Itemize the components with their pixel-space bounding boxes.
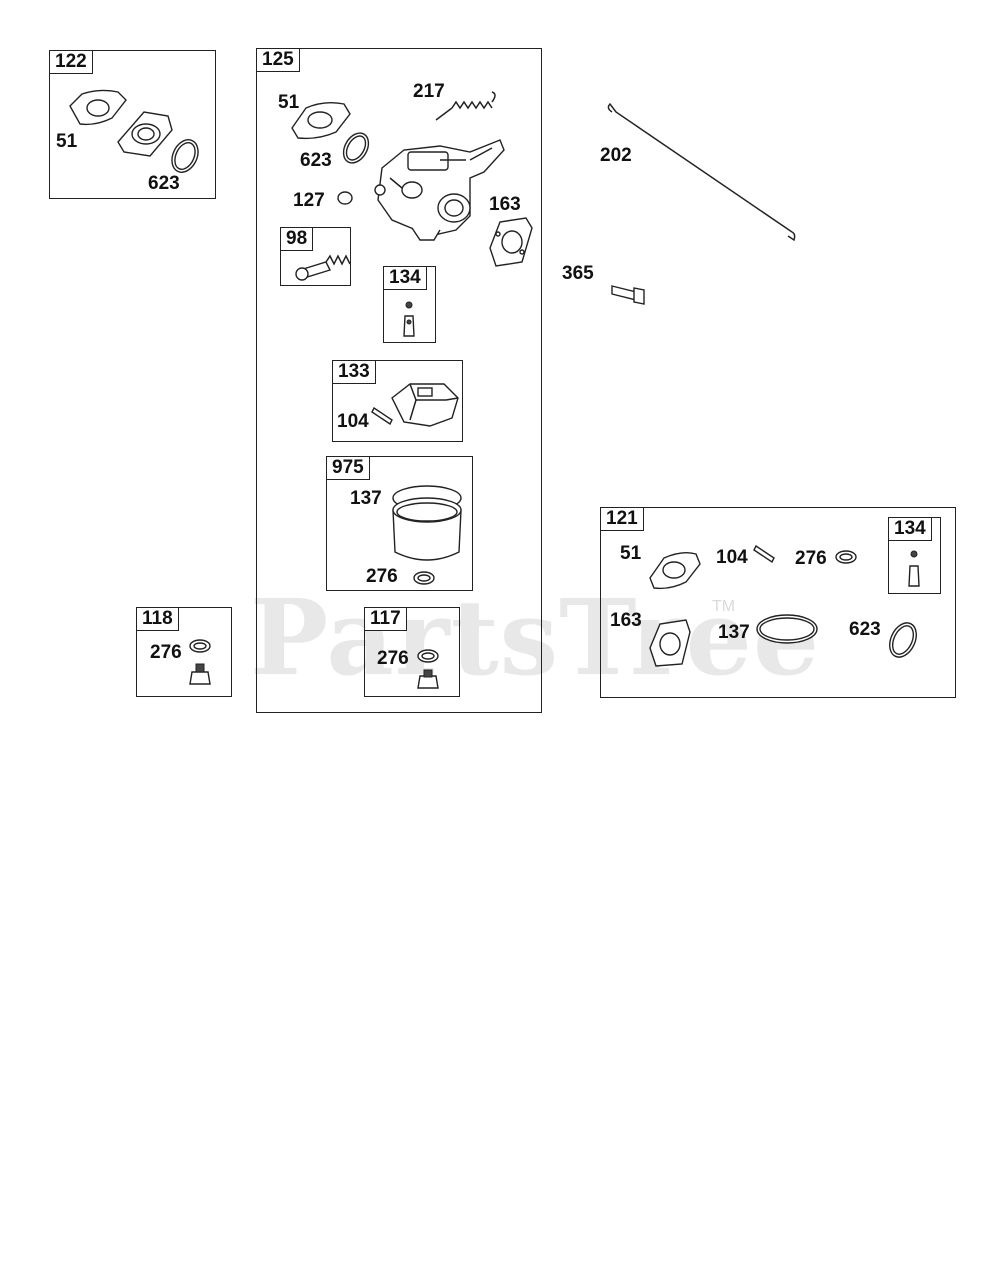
kit-box-117[interactable]: 117: [364, 607, 460, 697]
o-ring-623-drawing-b: [342, 132, 370, 164]
screw-spring-98-drawing: [295, 254, 351, 281]
o-ring-623-drawing-c: [889, 622, 917, 658]
kit-box-133[interactable]: 133: [332, 360, 463, 442]
kit-number-117: 117: [365, 608, 407, 631]
gasket-51-drawing-c: [649, 551, 701, 590]
kit-number-134-carb: 134: [384, 267, 427, 290]
screw-365-drawing: [611, 285, 645, 305]
kit-number-121: 121: [601, 508, 644, 531]
pin-104-drawing-a: [371, 406, 393, 426]
kit-box-121[interactable]: 121: [600, 507, 956, 698]
gasket-51-drawing-a: [69, 89, 127, 126]
kit-box-125[interactable]: 125: [256, 48, 542, 713]
callout-104-kit-121: 104: [716, 547, 748, 568]
gasket-163-drawing-b: [649, 619, 691, 667]
fuel-bowl-975-drawing: [392, 485, 462, 561]
callout-217: 217: [413, 81, 445, 102]
float-133-drawing: [391, 383, 459, 427]
callout-623-kit-121: 623: [849, 619, 881, 640]
plug-127-drawing: [337, 191, 353, 205]
kit-box-118[interactable]: 118: [136, 607, 232, 697]
callout-104-kit-133: 104: [337, 411, 369, 432]
bowl-nut-117-drawing: [417, 649, 439, 689]
callout-623-kit-122: 623: [148, 173, 180, 194]
kit-number-122: 122: [50, 51, 93, 74]
carburetor-drawing: [374, 139, 505, 241]
callout-51-kit-125: 51: [278, 92, 300, 113]
kit-number-98: 98: [281, 228, 314, 251]
callout-365: 365: [562, 263, 594, 284]
washer-276-drawing-b: [835, 550, 857, 564]
callout-202: 202: [600, 145, 632, 166]
callout-127: 127: [293, 190, 325, 211]
o-ring-623-drawing-a: [171, 139, 199, 173]
callout-276-kit-975: 276: [366, 566, 398, 587]
bowl-nut-118-drawing: [189, 639, 211, 685]
callout-276-kit-121: 276: [795, 548, 827, 569]
pin-104-drawing-b: [753, 544, 775, 564]
kit-number-134-gasket-set: 134: [889, 518, 932, 541]
callout-276-kit-117: 276: [377, 648, 409, 669]
gasket-51-drawing-b: [291, 101, 351, 140]
kit-box-134-gasket-set[interactable]: 134: [888, 517, 941, 594]
washer-276-drawing-a: [413, 571, 435, 585]
callout-51-kit-121: 51: [620, 543, 642, 564]
kit-number-118: 118: [137, 608, 179, 631]
callout-51-kit-122: 51: [56, 131, 78, 152]
kit-box-975[interactable]: 975: [326, 456, 473, 591]
callout-276-kit-118: 276: [150, 642, 182, 663]
kit-number-125: 125: [257, 49, 300, 72]
o-ring-137-drawing: [756, 614, 818, 644]
spring-217-drawing: [435, 91, 496, 121]
watermark-text: PartsTree: [250, 576, 821, 699]
jet-134-drawing-b: [908, 550, 920, 587]
gasket-163-drawing-a: [489, 217, 533, 267]
callout-137-kit-121: 137: [718, 622, 750, 643]
kit-box-98[interactable]: 98: [280, 227, 351, 286]
governor-link-202-drawing: [607, 102, 796, 242]
callout-623-kit-125: 623: [300, 150, 332, 171]
callout-163-kit-121: 163: [610, 610, 642, 631]
jet-134-drawing-a: [403, 301, 415, 337]
callout-163-kit-125: 163: [489, 194, 521, 215]
kit-number-975: 975: [327, 457, 370, 480]
intake-spacer-drawing: [117, 111, 173, 157]
kit-box-134-carb[interactable]: 134: [383, 266, 436, 343]
kit-number-133: 133: [333, 361, 376, 384]
trademark-mark: TM: [712, 598, 736, 615]
kit-box-122[interactable]: 122: [49, 50, 216, 199]
callout-137-kit-975: 137: [350, 488, 382, 509]
